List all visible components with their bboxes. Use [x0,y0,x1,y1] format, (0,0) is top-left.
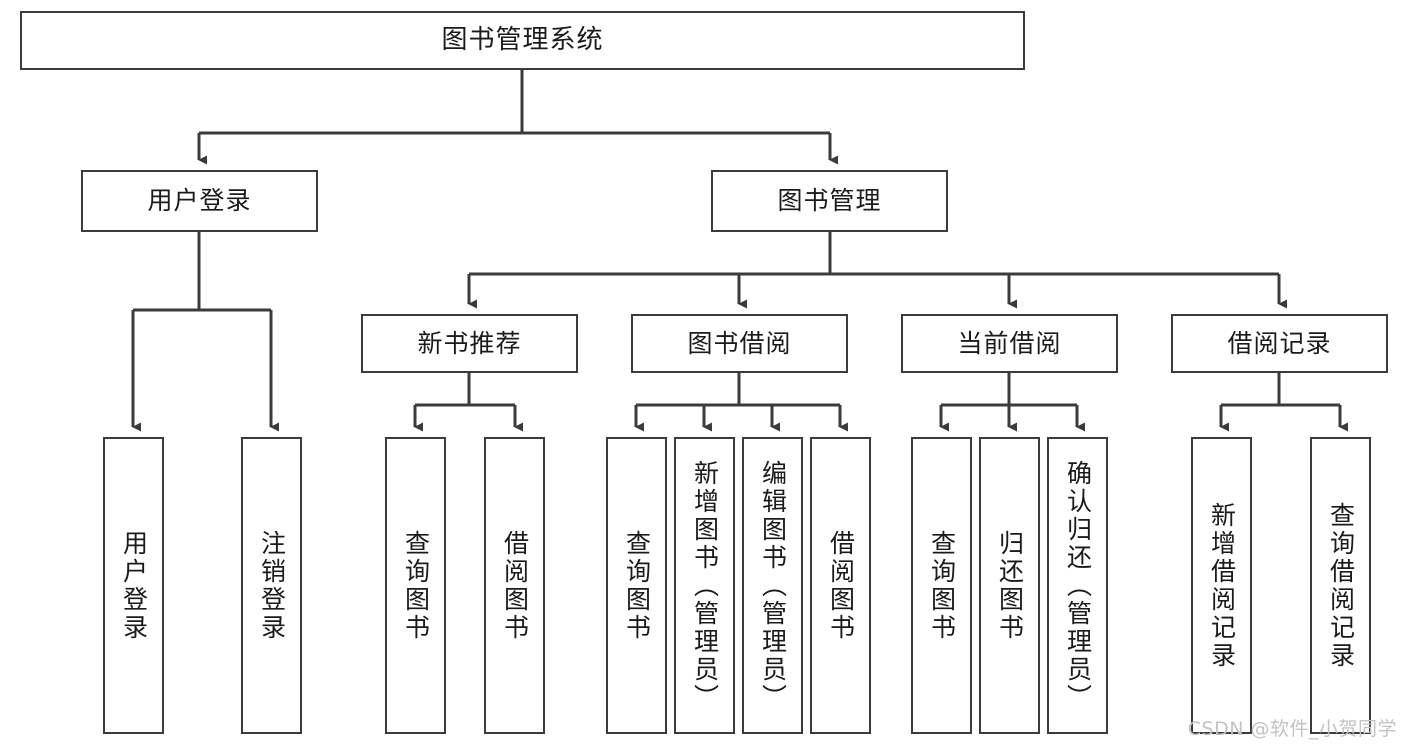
node-leaf-query-book-current[interactable]: 查询图书 [911,437,972,734]
node-label: 新增图书（管理员） [690,459,720,712]
node-leaf-add-book[interactable]: 新增图书（管理员） [674,437,735,734]
node-label: 查询图书 [622,529,652,642]
node-label: 图书管理 [777,186,882,215]
node-leaf-query-book-borrow[interactable]: 查询图书 [606,437,667,734]
node-book-borrow[interactable]: 图书借阅 [631,314,848,373]
node-leaf-confirm-return[interactable]: 确认归还（管理员） [1047,437,1108,734]
node-label: 用户登录 [119,529,149,642]
node-label: 查询图书 [401,529,431,642]
node-label: 新书推荐 [417,328,522,358]
node-label: 归还图书 [995,529,1025,642]
node-user-login[interactable]: 用户登录 [81,170,318,232]
node-leaf-query-borrow-record[interactable]: 查询借阅记录 [1310,437,1371,734]
node-label: 借阅图书 [500,529,530,642]
node-label: 借阅记录 [1227,328,1332,358]
node-leaf-query-book-recommend[interactable]: 查询图书 [385,437,446,734]
node-label: 查询图书 [927,529,957,642]
node-leaf-logout-login[interactable]: 注销登录 [241,437,302,734]
node-current-borrow[interactable]: 当前借阅 [901,314,1118,373]
node-leaf-borrow-book-recommend[interactable]: 借阅图书 [484,437,545,734]
node-borrow-record[interactable]: 借阅记录 [1171,314,1388,373]
node-label: 新增借阅记录 [1207,501,1237,670]
node-label: 编辑图书（管理员） [758,459,788,712]
node-label: 用户登录 [147,186,252,215]
node-book-management[interactable]: 图书管理 [711,170,948,232]
node-new-book-recommend[interactable]: 新书推荐 [361,314,578,373]
node-leaf-return-book[interactable]: 归还图书 [979,437,1040,734]
node-leaf-user-login[interactable]: 用户登录 [103,437,164,734]
node-label: 查询借阅记录 [1326,501,1356,670]
node-leaf-edit-book[interactable]: 编辑图书（管理员） [742,437,803,734]
node-label: 图书借阅 [687,328,792,358]
node-leaf-borrow-book[interactable]: 借阅图书 [810,437,871,734]
node-label: 借阅图书 [826,529,856,642]
node-label: 确认归还（管理员） [1063,459,1093,712]
node-label: 注销登录 [257,529,287,642]
csdn-watermark: CSDN @软件_小贺同学 [1187,718,1397,740]
node-label: 当前借阅 [957,328,1062,358]
node-root-system[interactable]: 图书管理系统 [20,11,1025,70]
node-label: 图书管理系统 [441,24,604,55]
node-leaf-add-borrow-record[interactable]: 新增借阅记录 [1191,437,1252,734]
